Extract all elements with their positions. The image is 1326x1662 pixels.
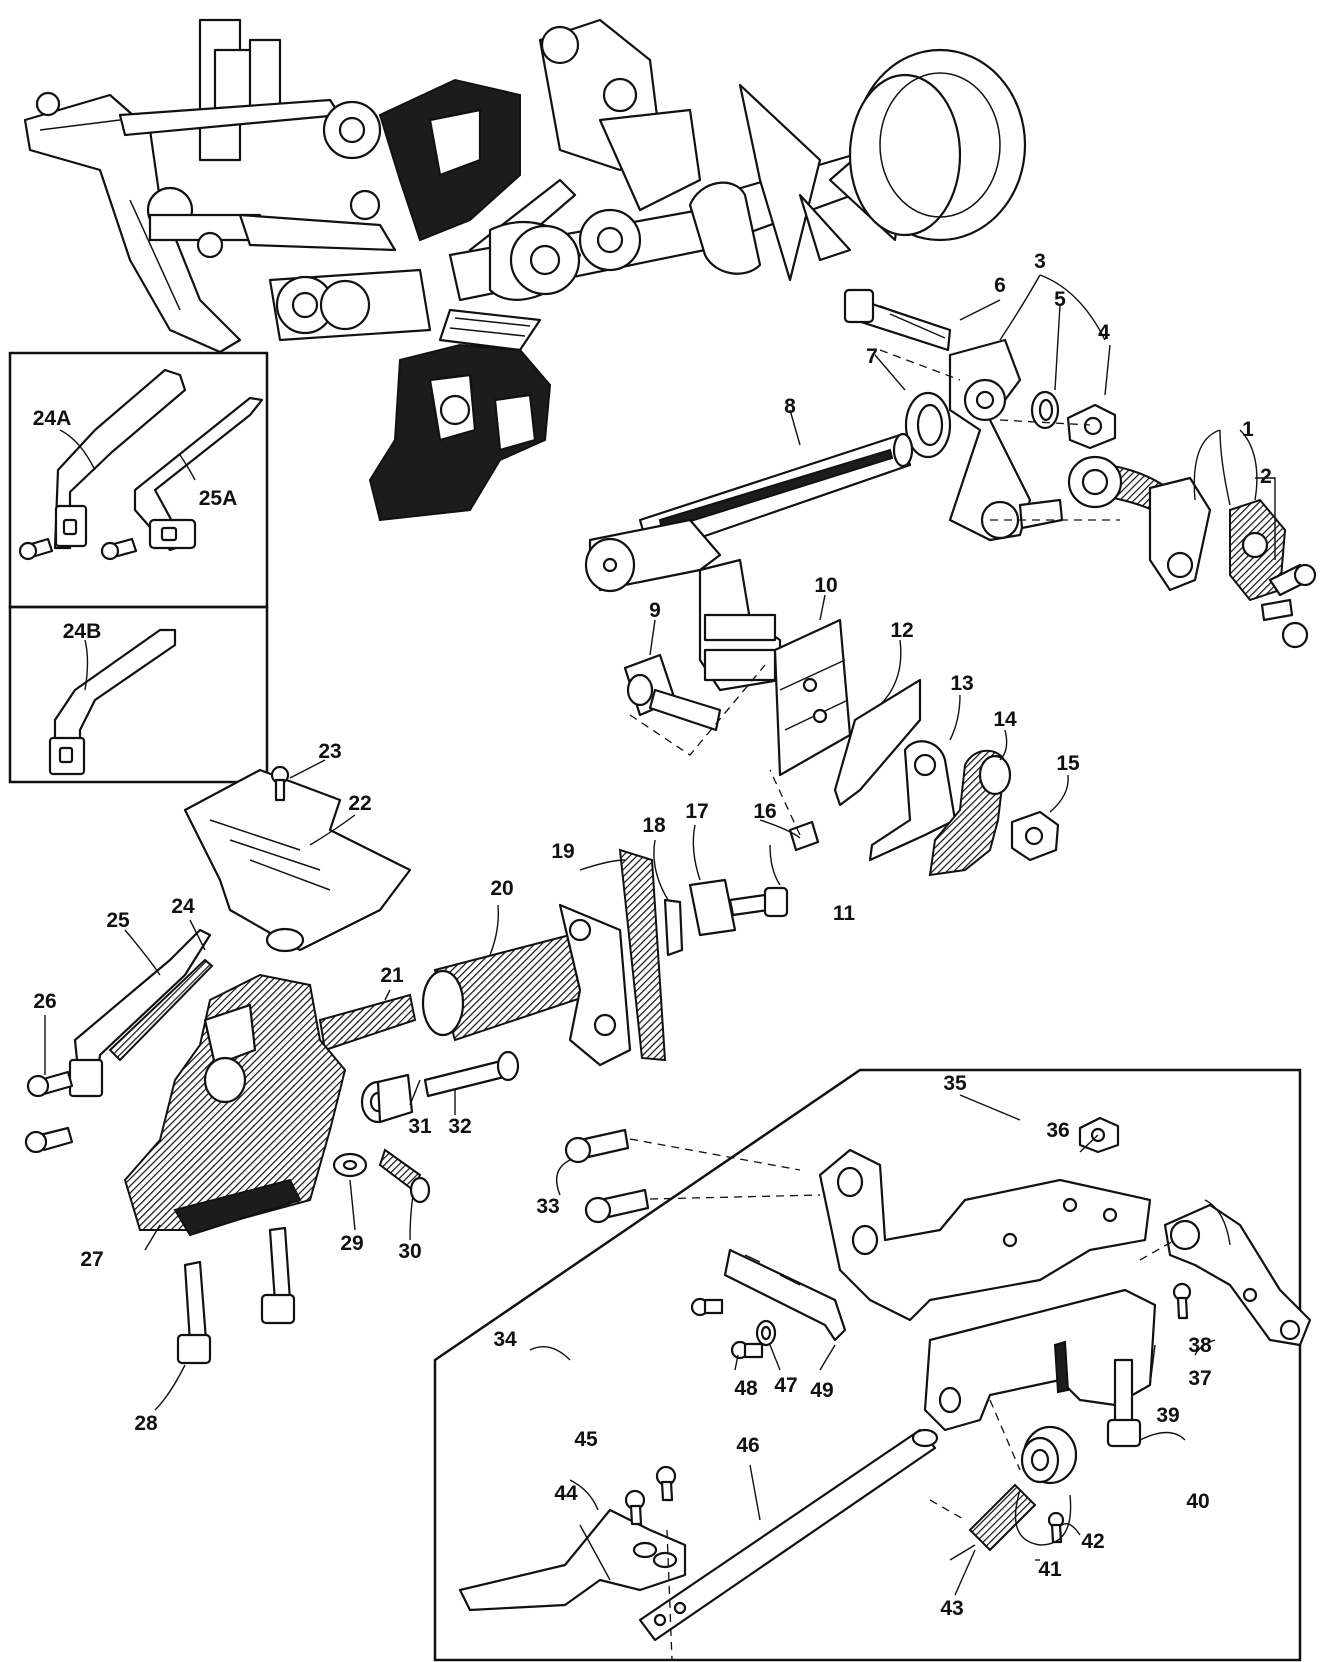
- label-12: 12: [890, 619, 913, 642]
- label-11: 11: [833, 902, 856, 925]
- label-4: 4: [1098, 321, 1110, 344]
- label-28: 28: [134, 1412, 158, 1435]
- leader-lines: [44, 274, 1276, 1596]
- label-40: 40: [1186, 1490, 1209, 1513]
- upper-right-parts: [584, 288, 1317, 877]
- label-26: 26: [33, 990, 56, 1013]
- label-22: 22: [348, 792, 371, 815]
- label-19: 19: [551, 840, 574, 863]
- label-24b: 24B: [63, 620, 102, 643]
- label-29: 29: [340, 1232, 363, 1255]
- label-43: 43: [940, 1597, 963, 1620]
- label-25a: 25A: [199, 487, 238, 510]
- label-8: 8: [784, 395, 796, 418]
- label-48: 48: [734, 1377, 758, 1400]
- label-27: 27: [80, 1248, 103, 1271]
- label-18: 18: [642, 814, 666, 837]
- machine-mechanism-assembly: [23, 18, 1027, 522]
- label-42: 42: [1081, 1530, 1104, 1553]
- label-3: 3: [1034, 250, 1046, 273]
- label-39: 39: [1156, 1404, 1179, 1427]
- label-25: 25: [106, 909, 130, 932]
- label-13: 13: [950, 672, 973, 695]
- label-32: 32: [448, 1115, 471, 1138]
- label-46: 46: [736, 1434, 759, 1457]
- label-5: 5: [1054, 288, 1066, 311]
- label-31: 31: [408, 1115, 432, 1138]
- label-1: 1: [1242, 418, 1254, 441]
- label-16: 16: [753, 800, 776, 823]
- inset-frame-24b: [8, 605, 269, 784]
- label-6: 6: [994, 274, 1006, 297]
- label-41: 41: [1038, 1558, 1062, 1581]
- label-20: 20: [490, 877, 513, 900]
- label-34: 34: [493, 1328, 517, 1351]
- label-44: 44: [554, 1482, 578, 1505]
- label-14: 14: [993, 708, 1017, 731]
- label-36: 36: [1046, 1119, 1069, 1142]
- label-49: 49: [810, 1379, 833, 1402]
- label-33: 33: [536, 1195, 559, 1218]
- label-47: 47: [774, 1374, 797, 1397]
- label-35: 35: [943, 1072, 967, 1095]
- callout-labels: 1 2 3 4 5 6 7 8 9 10 11 12 13 14 15 16 1…: [33, 250, 1272, 1620]
- inset-frame-24a-25a: [8, 351, 269, 609]
- label-10: 10: [814, 574, 837, 597]
- label-9: 9: [649, 599, 661, 622]
- label-7: 7: [866, 345, 878, 368]
- label-30: 30: [398, 1240, 421, 1263]
- label-45: 45: [574, 1428, 598, 1451]
- middle-parts: [24, 765, 821, 1365]
- label-21: 21: [380, 964, 404, 987]
- label-38: 38: [1188, 1334, 1212, 1357]
- label-2: 2: [1260, 465, 1272, 488]
- label-37: 37: [1188, 1367, 1211, 1390]
- label-24: 24: [171, 895, 195, 918]
- label-17: 17: [685, 800, 708, 823]
- label-24a: 24A: [33, 407, 72, 430]
- lower-right-assembly: [433, 1068, 1312, 1662]
- label-15: 15: [1056, 752, 1080, 775]
- label-23: 23: [318, 740, 341, 763]
